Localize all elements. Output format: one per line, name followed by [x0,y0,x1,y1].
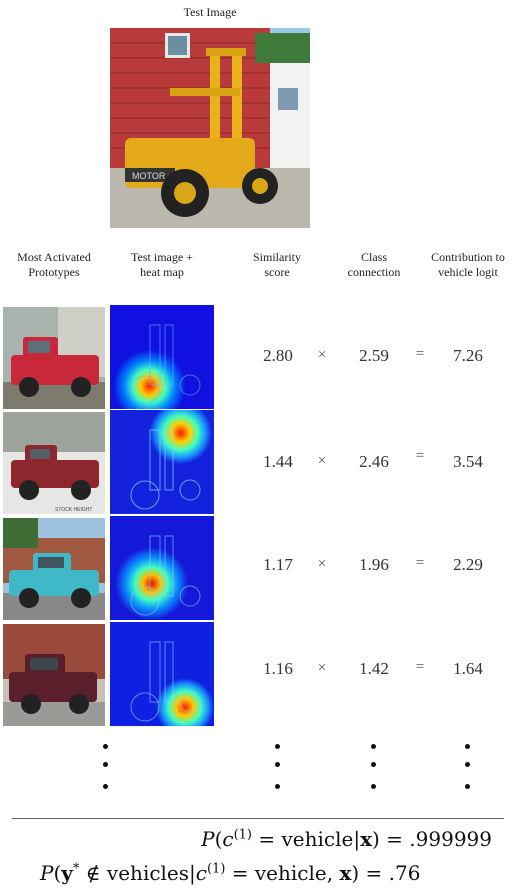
vertical-ellipsis [101,742,111,794]
test-image-title: Test Image [183,5,237,19]
similarity-score: 1.17 [263,555,293,574]
equals-operator: = [415,448,425,464]
test-image: MOTOR [110,28,310,228]
vertical-ellipsis [273,742,283,794]
prototype-image: STOCK HEIGHT [3,412,105,514]
contribution-value: 2.29 [453,555,483,574]
prototype-image [3,624,105,726]
vertical-ellipsis [369,742,379,794]
similarity-score: 2.80 [263,346,293,365]
heat-map-image [110,516,214,620]
times-operator: × [317,347,327,363]
non-vehicle-label-probability-equation: P(y* ∉ vehicles|c(1) = vehicle, x) = .76 [40,861,421,885]
class-connection: 1.42 [359,659,389,678]
similarity-score: 1.44 [263,452,293,471]
equals-operator: = [415,659,425,675]
heat-map-image [110,305,214,409]
heat-map-image [110,622,214,726]
times-operator: × [317,556,327,572]
header-heatmap: Test image +heat map [131,250,193,279]
class-connection: 2.46 [359,452,389,471]
heat-map-image [110,410,214,514]
similarity-score: 1.16 [263,659,293,678]
class-connection: 1.96 [359,555,389,574]
prototype-image [3,518,105,620]
contribution-value: 7.26 [453,346,483,365]
equals-operator: = [415,555,425,571]
divider [12,818,504,819]
vertical-ellipsis [463,742,473,794]
vehicle-probability-equation: P(c(1) = vehicle|x) = .999999 [201,827,492,851]
equals-operator: = [415,346,425,362]
contribution-value: 3.54 [453,452,483,471]
contribution-value: 1.64 [453,659,483,678]
times-operator: × [317,660,327,676]
times-operator: × [317,453,327,469]
class-connection: 2.59 [359,346,389,365]
svg-text:MOTOR: MOTOR [132,171,166,181]
prototype-caption: STOCK HEIGHT [55,507,92,513]
prototype-image [3,307,105,409]
